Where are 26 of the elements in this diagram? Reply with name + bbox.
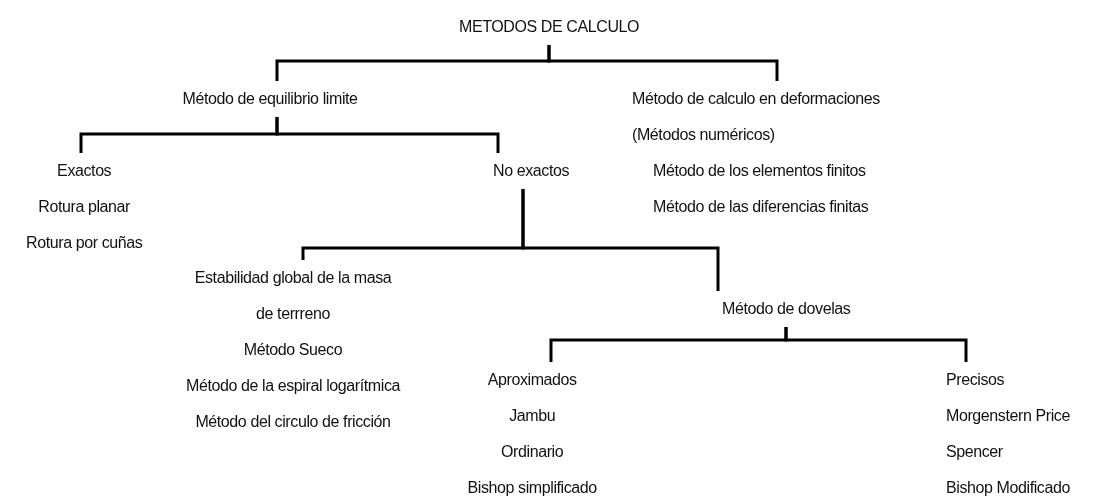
method-label: Rotura planar xyxy=(37,197,132,217)
method-label: Rotura por cuñas xyxy=(26,233,143,253)
category-label: Método de dovelas xyxy=(722,299,851,319)
method-label: Método de las diferencias finitas xyxy=(652,197,870,217)
method-label: Spencer xyxy=(946,442,1004,462)
category-label: Estabilidad global de la masa de terrreno xyxy=(193,268,393,324)
method-label: Morgenstern Price xyxy=(946,406,1070,426)
heading-text: METODOS DE CALCULO xyxy=(459,17,640,37)
category-label: Aproximados xyxy=(486,370,578,390)
method-label: Método Sueco xyxy=(242,340,344,360)
category-label: Método de equilibrio limite xyxy=(182,89,358,109)
tree-connector xyxy=(521,189,720,291)
method-label: Método del circulo de fricción xyxy=(194,412,392,432)
category-label: Método de calculo en deformaciones (Métodos numéricos) xyxy=(632,89,881,145)
method-label: Ordinario xyxy=(500,442,565,462)
tree-connector xyxy=(547,45,779,81)
method-label: Bishop simplificado xyxy=(467,478,597,496)
method-label: Método de la espiral logarítmica xyxy=(185,376,402,396)
method-label: Método de los elementos finitos xyxy=(652,161,867,181)
tree-connector xyxy=(784,327,968,362)
tree-connector xyxy=(275,117,500,153)
category-label: Exactos xyxy=(56,161,113,181)
category-label: Precisos xyxy=(946,370,1006,390)
method-label: Jambu xyxy=(508,406,557,426)
category-label: No exactos xyxy=(493,161,570,181)
method-label: Bishop Modificado xyxy=(946,478,1070,496)
